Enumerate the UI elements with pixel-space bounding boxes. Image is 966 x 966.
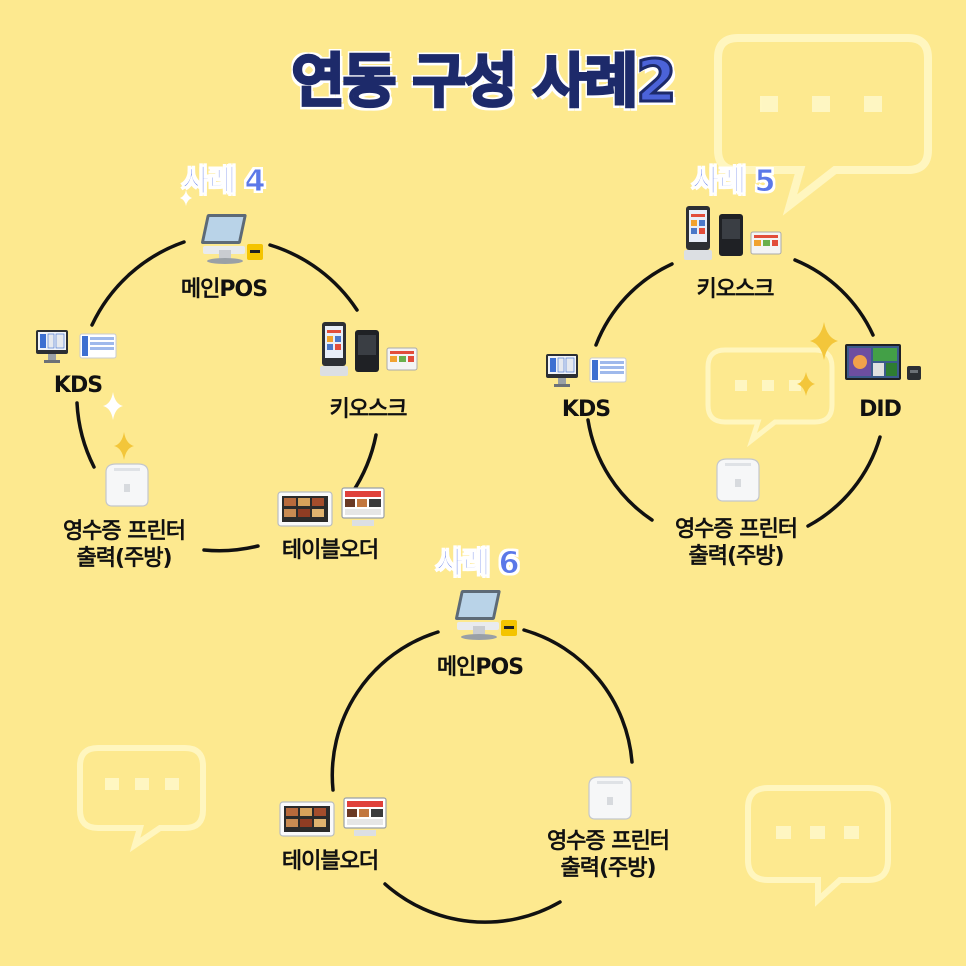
case6-label: 사례 6: [436, 546, 521, 582]
receipt-printer-icon: [716, 458, 760, 502]
tablet-menu-icon: [277, 487, 385, 527]
sparkle-icon: [114, 322, 838, 460]
case4-connector: [90, 240, 186, 327]
case6-printer-line1: 영수증 프린터: [546, 829, 670, 854]
case5-label: 사례 5: [692, 164, 777, 200]
pos-terminal-icon: [454, 590, 517, 640]
case4-table-order-label: 테이블오더: [281, 538, 379, 563]
kitchen-display-icon: [35, 329, 117, 364]
case5-printer-label: 영수증 프린터 출력(주방): [674, 516, 798, 570]
case5-printer-line2: 출력(주방): [688, 544, 784, 569]
pos-terminal-icon: [200, 214, 263, 264]
case6-printer-label: 영수증 프린터 출력(주방): [546, 828, 670, 882]
digital-display-icon: [845, 344, 921, 380]
case5-connector: [594, 262, 674, 347]
case5-connector: [793, 258, 875, 337]
kitchen-display-icon: [545, 353, 627, 388]
receipt-printer-icon: [588, 776, 632, 820]
case4-kiosk-label: 키오스크: [329, 397, 408, 422]
case5-connector: [806, 435, 882, 528]
sparkle-icon: [103, 190, 192, 420]
speech-bubble-icon: [77, 745, 206, 853]
case5-did-label: DID: [859, 397, 902, 422]
case4-printer-line2: 출력(주방): [76, 546, 172, 571]
case4-connector: [202, 544, 260, 553]
case6-connector: [330, 630, 440, 792]
receipt-printer-icon: [105, 463, 149, 507]
tablet-menu-icon: [279, 797, 387, 837]
case5-connector: [586, 418, 654, 522]
case5-kds-label: KDS: [561, 397, 611, 422]
case4-printer-label: 영수증 프린터 출력(주방): [62, 518, 186, 572]
case5-kiosk-label: 키오스크: [696, 277, 775, 302]
case4-printer-line1: 영수증 프린터: [62, 519, 186, 544]
case4-connector: [268, 243, 359, 312]
kiosk-icon: [683, 205, 782, 261]
case6-connector: [383, 882, 562, 924]
case4-label: 사례 4: [182, 164, 267, 200]
speech-bubble-icon: [714, 34, 932, 216]
case6-main-pos-label: 메인POS: [436, 655, 524, 680]
case4-main-pos-label: 메인POS: [180, 277, 268, 302]
page-title: 연동 구성 사례2: [290, 46, 678, 117]
speech-bubble-icon: [745, 785, 891, 907]
case4-kds-label: KDS: [53, 373, 103, 398]
speech-bubble-icon: [705, 347, 835, 448]
case6-table-order-label: 테이블오더: [281, 849, 379, 874]
case4-connector: [75, 401, 96, 469]
case6-printer-line2: 출력(주방): [560, 856, 656, 881]
case6-connector: [522, 628, 634, 764]
case5-printer-line1: 영수증 프린터: [674, 517, 798, 542]
kiosk-icon: [319, 321, 418, 377]
